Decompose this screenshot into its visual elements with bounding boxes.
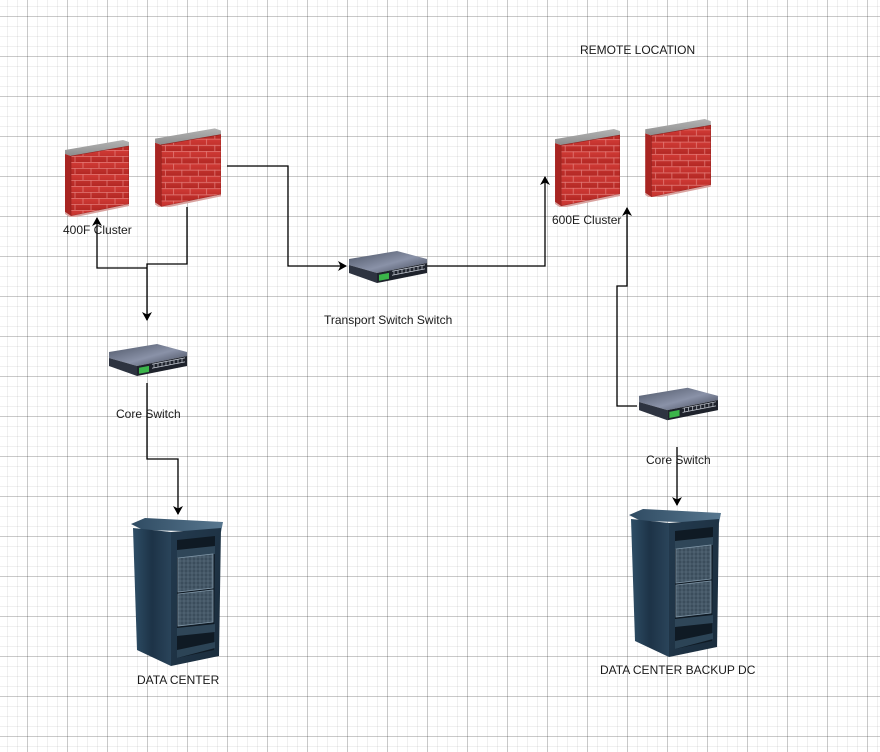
data-center-label: DATA CENTER — [137, 673, 220, 687]
firewall-icon[interactable] — [554, 128, 620, 208]
data-center-backup-label: DATA CENTER BACKUP DC — [600, 663, 756, 677]
edge-400f-to-transport[interactable] — [227, 165, 347, 271]
server-rack-icon[interactable] — [629, 508, 721, 657]
firewall-icon[interactable] — [154, 127, 221, 208]
core-switch-main-label: Core Switch — [116, 407, 181, 421]
network-switch-icon[interactable] — [348, 250, 427, 284]
firewall-icon[interactable] — [644, 118, 711, 199]
core-switch-remote-label: Core Switch — [646, 453, 711, 467]
firewall-icon[interactable] — [64, 139, 129, 218]
edge-transport-to-600e[interactable] — [427, 176, 550, 267]
cluster-400f-label: 400F Cluster — [63, 223, 132, 237]
remote-location-label: REMOTE LOCATION — [580, 43, 696, 57]
transport-switch-label: Transport Switch Switch — [324, 313, 453, 327]
edge-core-switch-to-data-center[interactable] — [146, 383, 183, 515]
network-switch-icon[interactable] — [108, 343, 187, 377]
edge-400f-b-to-400f-a[interactable] — [92, 217, 147, 269]
edge-remote-core-to-600e[interactable] — [616, 207, 637, 407]
connectors — [92, 165, 682, 515]
edge-400f-to-core-switch[interactable] — [142, 207, 188, 321]
server-rack-icon[interactable] — [131, 517, 223, 666]
cluster-600e-label: 600E Cluster — [552, 213, 622, 227]
network-switch-icon[interactable] — [638, 387, 718, 421]
